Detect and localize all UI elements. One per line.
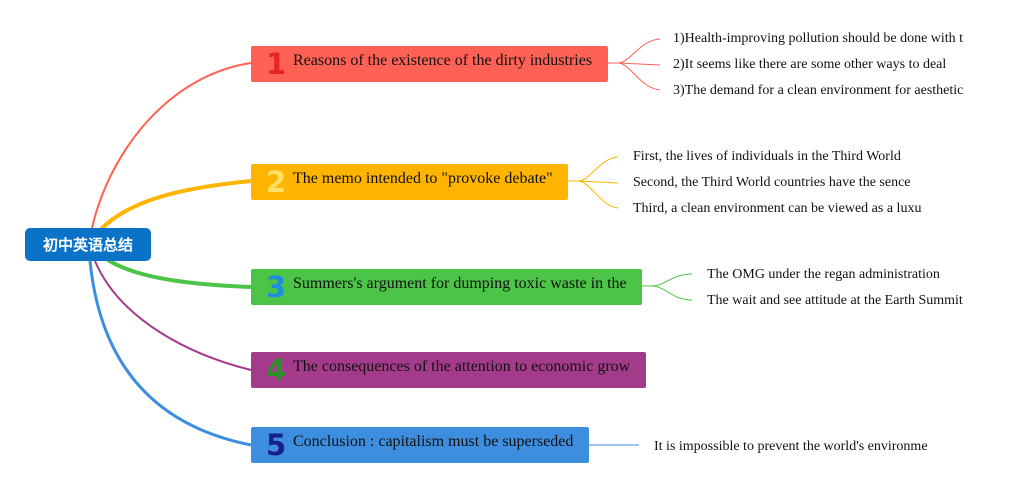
- branch-number-3: 3: [266, 270, 287, 304]
- branch-3-subtopic-1[interactable]: The OMG under the regan administration: [707, 267, 940, 282]
- branch-label-3: Summers's argument for dumping toxic was…: [293, 275, 627, 292]
- branch-topic-4[interactable]: 4 The consequences of the attention to e…: [251, 352, 646, 388]
- branch-3-leaf-connectors: [642, 273, 693, 301]
- branch-2-leaf-connectors: [568, 156, 619, 209]
- branch-label-4: The consequences of the attention to eco…: [293, 358, 631, 375]
- branch-topic-3[interactable]: 3 Summers's argument for dumping toxic w…: [251, 269, 642, 305]
- root-to-branch-4-connector: [94, 260, 252, 371]
- branch-1-subtopic-1[interactable]: 1)Health-improving pollution should be d…: [673, 31, 964, 46]
- branch-5-subtopic-1[interactable]: It is impossible to prevent the world's …: [654, 439, 928, 454]
- root-to-branch-1-connector: [91, 62, 252, 229]
- branch-2-subtopic-3[interactable]: Third, a clean environment can be viewed…: [633, 201, 922, 216]
- branch-topic-5[interactable]: 5 Conclusion : capitalism must be supers…: [251, 427, 589, 463]
- branch-1-subtopic-3[interactable]: 3)The demand for a clean environment for…: [673, 83, 964, 98]
- branch-label-2: The memo intended to "provoke debate": [293, 170, 553, 187]
- branch-number-1: 1: [266, 47, 287, 81]
- branch-1-leaf-connectors: [608, 38, 661, 91]
- branch-label-1: Reasons of the existence of the dirty in…: [293, 52, 593, 69]
- branch-label-5: Conclusion : capitalism must be supersed…: [293, 433, 574, 450]
- branch-2-subtopic-1[interactable]: First, the lives of individuals in the T…: [633, 149, 901, 164]
- branch-number-4: 4: [266, 353, 287, 387]
- branch-2-subtopic-2[interactable]: Second, the Third World countries have t…: [633, 175, 911, 190]
- root-to-branch-2-connector: [98, 179, 252, 232]
- branch-topic-1[interactable]: 1 Reasons of the existence of the dirty …: [251, 46, 608, 82]
- branch-number-2: 2: [266, 165, 287, 199]
- branch-1-subtopic-2[interactable]: 2)It seems like there are some other way…: [673, 57, 947, 72]
- root-to-branch-3-connector: [106, 258, 252, 289]
- branch-number-5: 5: [266, 428, 287, 462]
- root-to-branch-5-connector: [88, 260, 252, 447]
- branch-topic-2[interactable]: 2 The memo intended to "provoke debate": [251, 164, 568, 200]
- root-topic[interactable]: 初中英语总结: [25, 228, 151, 261]
- branch-3-subtopic-2[interactable]: The wait and see attitude at the Earth S…: [707, 293, 963, 308]
